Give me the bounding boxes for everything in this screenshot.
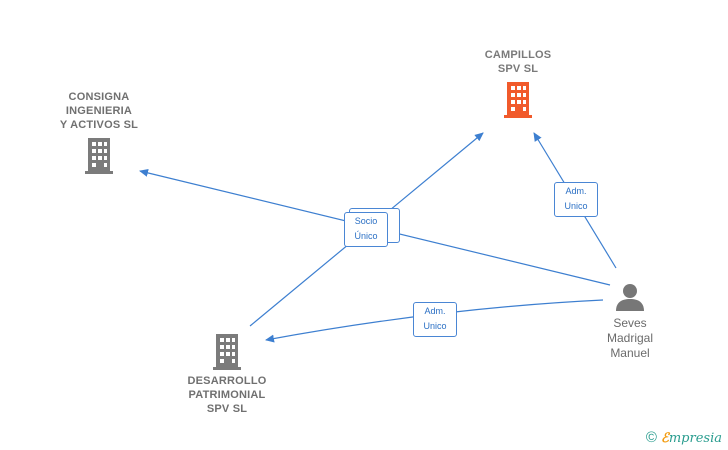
empresia-logo-text: mpresia xyxy=(668,431,722,446)
building-icon xyxy=(85,138,113,174)
node-consigna[interactable]: CONSIGNA INGENIERIA Y ACTIVOS SL xyxy=(44,90,154,174)
node-desarrollo-label: DESARROLLO PATRIMONIAL SPV SL xyxy=(187,375,267,415)
node-desarrollo[interactable]: DESARROLLO PATRIMONIAL SPV SL xyxy=(172,334,282,416)
edge-label-adm-unico-top[interactable]: Adm. Unico xyxy=(554,182,598,217)
empresia-logo-e: ℰ xyxy=(660,431,669,446)
edge-label-socio-unico[interactable]: Socio Único xyxy=(344,212,388,247)
copyright-symbol: © xyxy=(645,429,657,446)
node-campillos-label: CAMPILLOS SPV SL xyxy=(484,49,552,75)
building-icon xyxy=(504,82,532,118)
footer-brand: ©ℰmpresia xyxy=(646,429,722,446)
node-seves-label: Seves Madrigal Manuel xyxy=(606,316,654,360)
person-icon xyxy=(616,284,644,311)
node-seves[interactable]: Seves Madrigal Manuel xyxy=(588,282,672,361)
building-icon xyxy=(213,334,241,370)
edge-label-adm-unico-bottom[interactable]: Adm. Unico xyxy=(413,302,457,337)
node-campillos[interactable]: CAMPILLOS SPV SL xyxy=(466,48,570,118)
node-consigna-label: CONSIGNA INGENIERIA Y ACTIVOS SL xyxy=(59,91,139,131)
